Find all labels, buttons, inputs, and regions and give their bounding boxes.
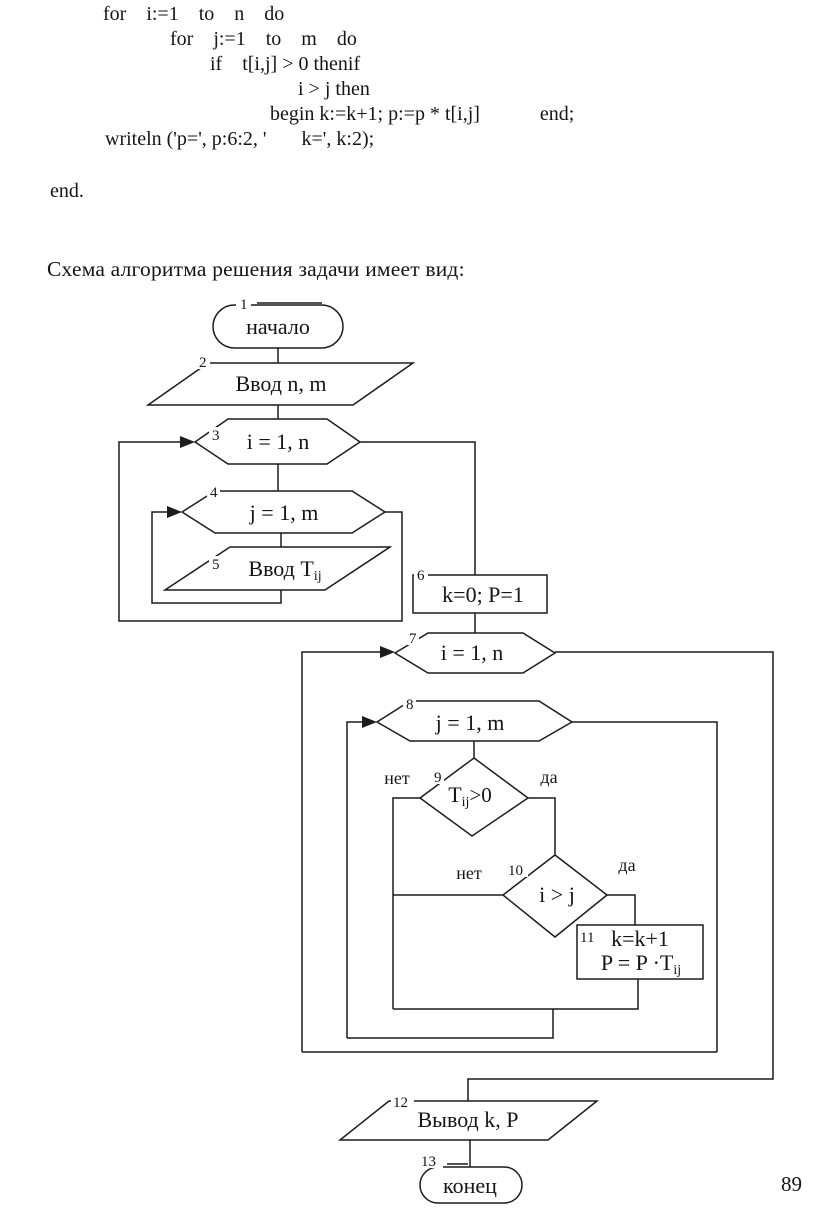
node-input-t-subscript: ij (314, 569, 322, 584)
arrow-into-loop-i1 (180, 436, 195, 448)
block-number-5: 5 (212, 557, 220, 573)
block-number-10: 10 (508, 863, 523, 879)
branch-no-cond-ij: нет (456, 863, 482, 883)
arrow-into-loop-i2 (380, 646, 395, 658)
node-cond-ij-diamond (501, 854, 609, 938)
block-number-9: 9 (434, 770, 442, 786)
edge-loopj2-exit (572, 721, 718, 1052)
node-loop-i1-hexagon (193, 418, 362, 465)
edge-loopi2-exit-to-output (467, 651, 774, 1101)
block-number-1: 1 (240, 297, 248, 313)
node-start-terminator (212, 304, 344, 349)
edge-loopback-i2 (301, 651, 380, 1052)
node-update-line1: k=k+1 (611, 926, 669, 951)
section-heading: Схема алгоритма решения задачи имеет вид… (47, 257, 465, 281)
node-cond-t-subscript: ij (462, 795, 470, 810)
block-number-11: 11 (580, 930, 594, 946)
code-line-6: writeln ('p=', p:6:2, ' k=', k:2); (105, 128, 375, 150)
node-input-t-main: Ввод T (248, 556, 314, 581)
block-number-8: 8 (406, 697, 414, 713)
edge-update-merge (393, 979, 639, 1010)
node-input-nm-parallelogram (145, 362, 416, 406)
node-cond-t-diamond (418, 757, 530, 837)
branch-no-cond-t: нет (384, 768, 410, 788)
node-start-label: начало (246, 314, 310, 339)
node-output-label: Вывод k, P (418, 1107, 519, 1132)
node-cond-t-main: T (448, 782, 462, 807)
edge-loopback-j2 (346, 721, 362, 1038)
node-cond-ij-label: i > j (539, 882, 575, 907)
flowchart-connectors (118, 302, 774, 1167)
code-line-2: for j:=1 to m do (170, 28, 357, 50)
node-loop-j2-label: j = 1, m (435, 710, 505, 735)
node-output-parallelogram (337, 1100, 600, 1141)
node-loop-i1-label: i = 1, n (247, 429, 310, 454)
code-line-3: if t[i,j] > 0 thenif (210, 53, 361, 75)
node-cond-t-label: Tij>0 (448, 782, 492, 810)
flowchart-branch-labels: нет да нет да (384, 767, 635, 883)
code-line-5: begin k:=k+1; p:=p * t[i,j] end; (270, 103, 575, 125)
edge-loopj1-exit-to-loopi1 (118, 441, 403, 622)
node-end-label: конец (443, 1173, 497, 1198)
edge-merge-to-loopj2 (347, 1009, 554, 1039)
node-loop-i2-label: i = 1, n (441, 640, 504, 665)
code-line-7: end. (50, 180, 84, 202)
node-init-label: k=0; P=1 (442, 582, 524, 607)
arrow-into-loop-j1 (167, 506, 182, 518)
edge-condt-yes (528, 797, 556, 855)
flowchart-shapes (145, 304, 704, 1204)
arrow-into-loop-j2 (362, 716, 377, 728)
flowchart-node-texts: начало Ввод n, m i = 1, n j = 1, m Ввод … (235, 314, 681, 1198)
node-init-rect (412, 574, 548, 614)
code-line-1: for i:=1 to n do (103, 3, 285, 25)
node-update-line2: P = P ·Tij (601, 950, 681, 978)
flowchart-arrowheads (167, 436, 395, 728)
node-loop-j1-label: j = 1, m (249, 500, 319, 525)
node-update-line2-main: P = P ·T (601, 950, 674, 975)
branch-yes-cond-ij: да (618, 855, 635, 875)
block-number-6: 6 (417, 568, 425, 584)
branch-yes-cond-t: да (540, 767, 557, 787)
edge-loopi1-exit-to-init (360, 441, 476, 575)
page-number: 89 (781, 1172, 802, 1196)
edge-condt-no (392, 797, 420, 1009)
edge-condij-yes (607, 894, 636, 925)
block-number-4: 4 (210, 485, 218, 501)
block-number-2: 2 (199, 355, 207, 371)
node-cond-t-rest: >0 (469, 783, 491, 807)
node-input-t-label: Ввод Tij (248, 556, 321, 584)
flowchart-block-numbers: 1 2 3 4 5 6 7 8 9 10 11 12 13 (199, 297, 594, 1170)
code-line-4: i > j then (298, 78, 370, 100)
block-number-13: 13 (421, 1154, 436, 1170)
node-input-nm-label: Ввод n, m (235, 371, 326, 396)
block-number-12: 12 (393, 1095, 408, 1111)
node-loop-i2-hexagon (393, 632, 557, 674)
edge-inputt-loopback-j1 (151, 511, 282, 604)
block-number-3: 3 (212, 428, 220, 444)
flowchart-label-backgrounds (196, 296, 597, 1168)
node-update-rect (576, 924, 704, 980)
node-update-line2-subscript: ij (673, 963, 681, 978)
block-number-7: 7 (409, 631, 417, 647)
node-end-terminator (419, 1166, 523, 1204)
